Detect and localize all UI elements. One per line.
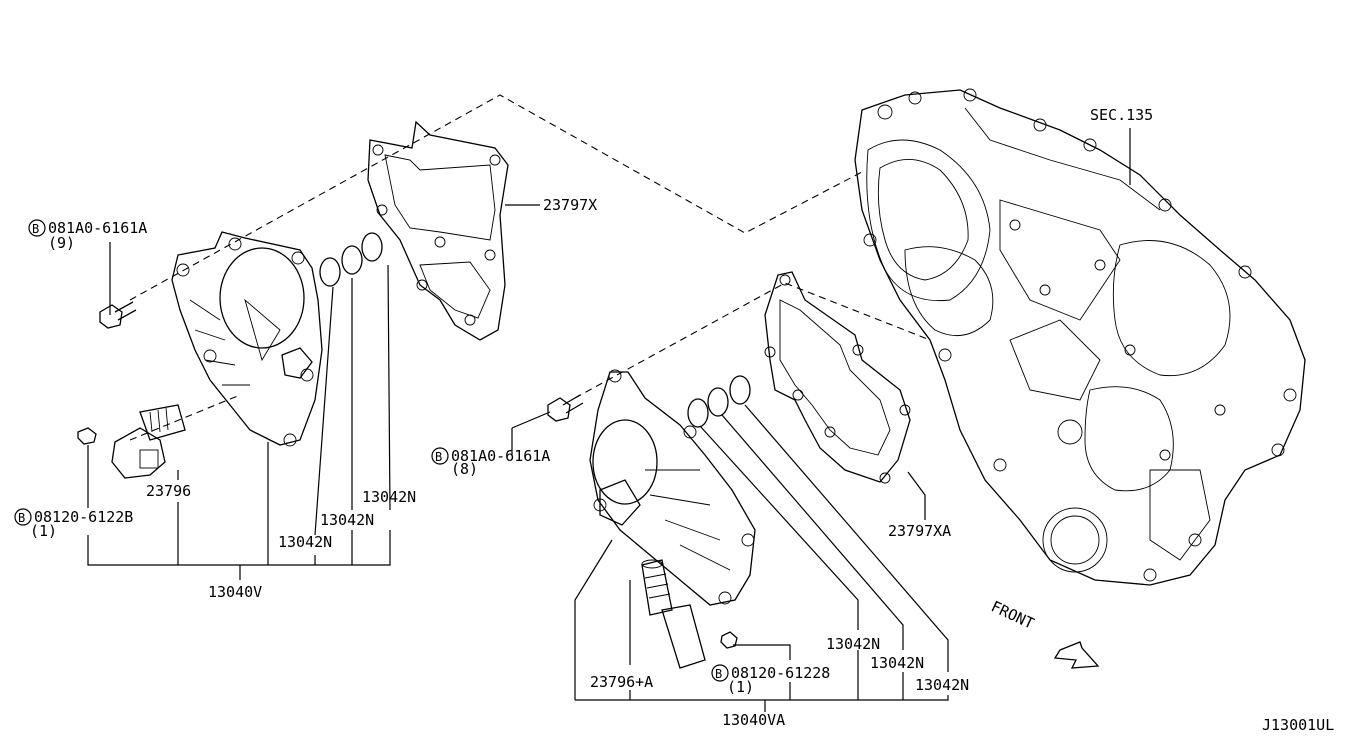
label-bolt-small-right-part: 08120-61228 (731, 664, 830, 682)
bolt-symbol-4: B (715, 667, 722, 681)
label-bolt-lower-part: 081A0-6161A (451, 447, 550, 465)
vtc-cover-left-illustration (171, 231, 323, 447)
timing-case-illustration (854, 88, 1306, 586)
bolt-small-right-illustration (720, 631, 738, 649)
label-sec-135: SEC.135 (1090, 106, 1153, 124)
solenoid-right-illustration (641, 559, 706, 669)
o-rings-right-illustration (687, 375, 751, 428)
label-bolt-upper-part: 081A0-6161A (48, 219, 147, 237)
vtc-cover-right-illustration (589, 369, 756, 606)
label-oring-left-1: 13042N (362, 488, 416, 506)
solenoid-left-illustration (111, 404, 186, 479)
label-solenoid-right: 23796+A (590, 673, 653, 691)
bolt-symbol-1: B (32, 222, 39, 236)
label-solenoid-left: 23796 (146, 482, 191, 500)
label-diagram-id: J13001UL (1262, 716, 1334, 734)
label-oring-right-3: 13042N (915, 676, 969, 694)
label-oring-left-3: 13042N (278, 533, 332, 551)
label-oring-right-1: 13042N (826, 635, 880, 653)
bolt-lower-right-illustration (547, 394, 584, 422)
label-front: FRONT (988, 597, 1037, 632)
gasket-lower-illustration (764, 271, 911, 484)
assembly-bracket-left (87, 502, 391, 580)
label-bolt-small-left-qty: (1) (30, 522, 57, 540)
label-assy-left: 13040V (208, 583, 262, 601)
bolt-upper-left-illustration (99, 301, 137, 329)
label-bolt-upper-qty: (9) (48, 234, 75, 252)
label-bolt-lower-qty: (8) (451, 460, 478, 478)
bolt-symbol-marks (14, 219, 729, 682)
assembly-bracket-right (575, 650, 949, 712)
label-gasket-upper: 23797X (543, 196, 597, 214)
bolt-small-left-illustration (77, 427, 97, 445)
gasket-upper-illustration (367, 120, 509, 341)
o-rings-left-illustration (319, 232, 383, 287)
label-bolt-small-left-part: 08120-6122B (34, 508, 133, 526)
label-assy-right: 13040VA (722, 711, 785, 729)
label-oring-right-2: 13042N (870, 654, 924, 672)
label-bolt-small-right-qty: (1) (727, 678, 754, 696)
label-gasket-lower: 23797XA (888, 522, 951, 540)
leader-lines (87, 128, 1131, 700)
alignment-lines (129, 94, 931, 441)
front-arrow-icon (1053, 641, 1100, 669)
label-oring-left-2: 13042N (320, 511, 374, 529)
bolt-symbol-3: B (18, 511, 25, 525)
bolt-symbol-2: B (435, 450, 442, 464)
